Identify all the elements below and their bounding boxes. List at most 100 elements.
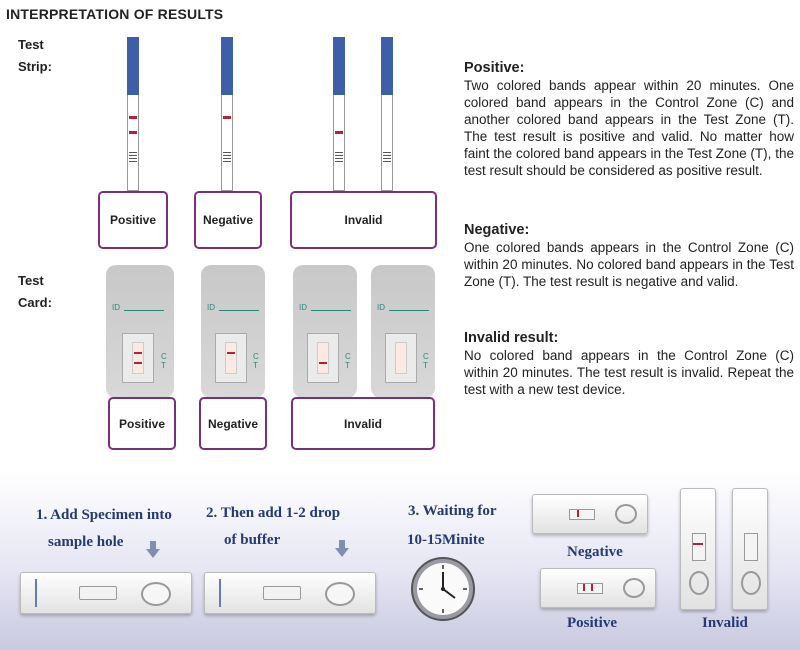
strip-grip — [335, 158, 343, 159]
step1-line2: sample hole — [48, 534, 124, 550]
test-strip-label: Test Strip: — [18, 34, 52, 78]
strip-band-control — [129, 116, 137, 119]
card-id-line — [311, 310, 351, 311]
strip-result-invalid: Invalid — [290, 191, 437, 249]
strip-grip — [383, 155, 391, 156]
card-c-label: C — [345, 352, 351, 361]
card-result-window — [385, 333, 417, 383]
card-band-test — [134, 362, 142, 364]
card-result-slot — [225, 342, 237, 374]
card-id-line — [389, 310, 429, 311]
strip-result-positive: Positive — [98, 191, 168, 249]
positive-text: Two colored bands appear within 20 minut… — [464, 78, 794, 178]
strip-grip — [223, 158, 231, 159]
clock-icon — [410, 556, 476, 627]
card-id-line — [219, 310, 259, 311]
card-c-label: C — [253, 352, 259, 361]
strip-grip — [335, 161, 343, 162]
strip-grip — [129, 158, 137, 159]
step3-line1: 3. Waiting for — [408, 503, 497, 519]
invalid-heading: Invalid result: — [464, 330, 559, 346]
strip-grip — [129, 152, 137, 153]
strip-grip — [223, 155, 231, 156]
strip-grip — [383, 158, 391, 159]
strip-band-test — [335, 131, 343, 134]
card-id-label: ID — [299, 303, 307, 312]
strip-absorbent-pad — [333, 37, 345, 95]
positive-caption: Positive — [567, 615, 617, 631]
strip-grip — [383, 161, 391, 162]
card-result-negative: Negative — [199, 397, 267, 450]
device-positive — [540, 568, 656, 608]
card-result-slot — [317, 342, 329, 374]
instructions-panel — [0, 470, 800, 650]
card-result-positive: Positive — [108, 397, 176, 450]
strip-band-test — [129, 131, 137, 134]
card-band-control — [227, 352, 235, 354]
negative-text: One colored bands appears in the Control… — [464, 240, 794, 289]
card-id-label: ID — [377, 303, 385, 312]
strip-grip — [129, 155, 137, 156]
invalid-caption: Invalid — [702, 615, 748, 631]
down-arrow-icon — [146, 541, 160, 558]
step3-line2: 10-15Minite — [407, 532, 485, 548]
negative-description: Negative: One colored bands appears in t… — [464, 222, 794, 290]
down-arrow-icon — [335, 540, 349, 557]
strip-grip — [223, 152, 231, 153]
test-card-negative: ID C T — [201, 265, 265, 398]
device-invalid-1 — [680, 488, 716, 610]
card-t-label: T — [253, 361, 258, 370]
test-strip-label-line2: Strip: — [18, 59, 52, 74]
test-device-step2 — [204, 572, 376, 614]
device-negative — [532, 494, 648, 534]
test-card-label-line1: Test — [18, 273, 44, 288]
step1-line1: 1. Add Specimen into — [36, 507, 172, 523]
test-card-label: Test Card: — [18, 270, 52, 314]
card-result-window — [307, 333, 339, 383]
card-id-label: ID — [207, 303, 215, 312]
positive-description: Positive: Two colored bands appear withi… — [464, 60, 794, 179]
card-band-control — [134, 352, 142, 354]
test-card-invalid-2: ID C T — [371, 265, 435, 398]
card-c-label: C — [423, 352, 429, 361]
test-card-positive: ID C T — [106, 265, 174, 398]
test-strip-label-line1: Test — [18, 37, 44, 52]
positive-heading: Positive: — [464, 60, 525, 76]
strip-band-control — [223, 116, 231, 119]
strip-grip — [335, 152, 343, 153]
test-card-label-line2: Card: — [18, 295, 52, 310]
card-band-test — [319, 362, 327, 364]
test-device-step1 — [20, 572, 192, 614]
device-invalid-2 — [732, 488, 768, 610]
page-title: INTERPRETATION OF RESULTS — [6, 6, 224, 22]
test-card-invalid-1: ID C T — [293, 265, 357, 398]
step2-line2: of buffer — [224, 532, 281, 548]
step2-line1: 2. Then add 1-2 drop — [206, 505, 341, 521]
card-result-slot — [132, 342, 144, 374]
strip-grip — [223, 161, 231, 162]
strip-grip — [129, 161, 137, 162]
negative-caption: Negative — [567, 544, 623, 560]
card-id-line — [124, 310, 164, 311]
invalid-description: Invalid result: No colored band appears … — [464, 330, 794, 398]
strip-absorbent-pad — [381, 37, 393, 95]
strip-grip — [383, 152, 391, 153]
card-result-invalid: Invalid — [291, 397, 435, 450]
strip-absorbent-pad — [221, 37, 233, 95]
card-result-window — [215, 333, 247, 383]
card-id-label: ID — [112, 303, 120, 312]
card-t-label: T — [345, 361, 350, 370]
strip-absorbent-pad — [127, 37, 139, 95]
strip-grip — [335, 155, 343, 156]
test-strip-positive — [127, 37, 139, 191]
card-c-label: C — [161, 352, 167, 361]
card-result-window — [122, 333, 154, 383]
invalid-text: No colored band appears in the Control Z… — [464, 348, 794, 397]
test-strip-negative — [221, 37, 233, 191]
strip-result-negative: Negative — [194, 191, 262, 249]
negative-heading: Negative: — [464, 222, 530, 238]
card-t-label: T — [423, 361, 428, 370]
card-t-label: T — [161, 361, 166, 370]
test-strip-invalid-1 — [333, 37, 345, 191]
test-strip-invalid-2 — [381, 37, 393, 191]
